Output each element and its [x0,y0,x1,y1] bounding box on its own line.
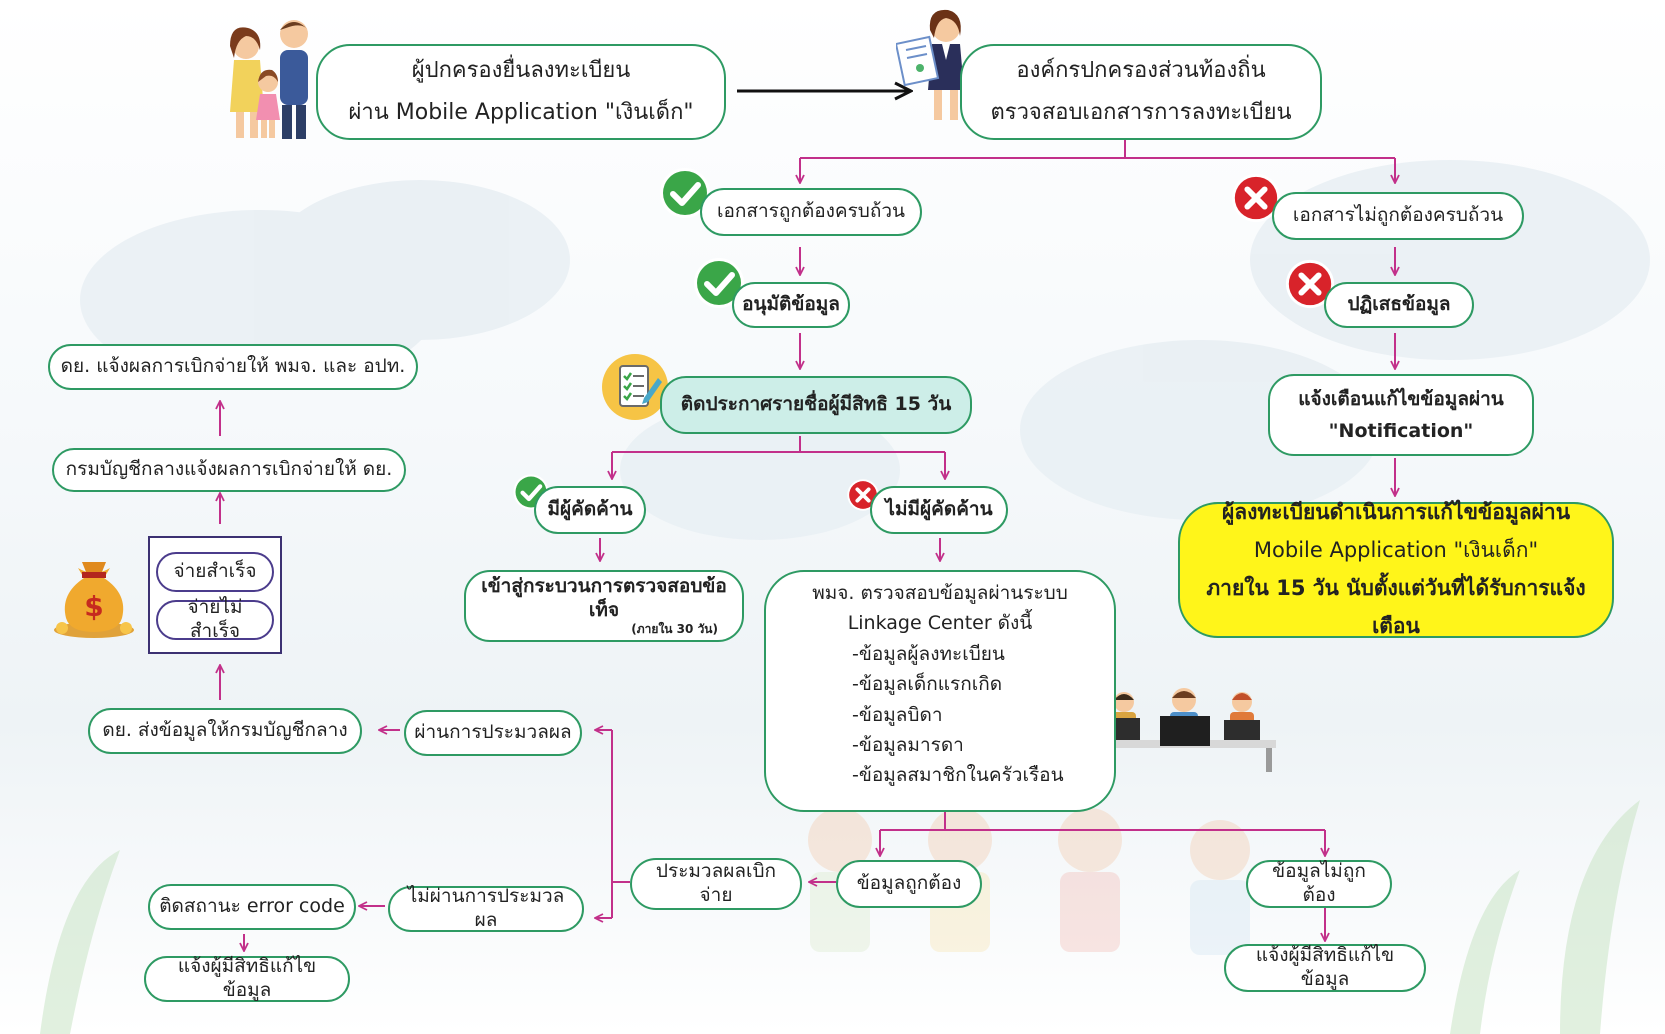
linkage-item: -ข้อมูลสมาชิกในครัวเรือน [852,764,1064,787]
process-disbursement-label: ประมวลผลเบิกจ่าย [655,860,777,906]
approve-label: อนุมัติข้อมูล [742,293,840,316]
cross-icon [1231,173,1281,223]
docs-incomplete-label: เอกสารไม่ถูกต้องครบถ้วน [1292,204,1504,227]
notify-eligible-fix-left-label: แจ้งผู้มีสิทธิแก้ไขข้อมูล [177,955,317,1001]
linkage-items: -ข้อมูลผู้ลงทะเบียน -ข้อมูลเด็กแรกเกิด -… [774,639,1106,791]
send-to-cgd-box: ดย. ส่งข้อมูลให้กรมบัญชีกลาง [88,708,362,754]
no-objection-label: ไม่มีผู้คัดค้าน [885,498,993,521]
linkage-item: -ข้อมูลผู้ลงทะเบียน [852,642,1005,665]
reject-label: ปฏิเสธข้อมูล [1347,293,1451,316]
registrant-fix-line-1: ผู้ลงทะเบียนดำเนินการแก้ไขข้อมูลผ่าน [1221,500,1571,525]
pay-success-box: จ่ายสำเร็จ [156,552,274,592]
pay-fail-label: จ่ายไม่สำเร็จ [187,596,243,642]
parent-register-line-1: ผู้ปกครองยื่นลงทะเบียน [411,58,631,84]
reject-box: ปฏิเสธข้อมูล [1324,282,1474,328]
send-to-cgd-label: ดย. ส่งข้อมูลให้กรมบัญชีกลาง [102,719,348,742]
fact-check-note: (ภายใน 30 วัน) [631,622,718,637]
error-code-box: ติดสถานะ error code [148,884,356,930]
notice-board-icon [602,354,668,420]
no-objection-box: ไม่มีผู้คัดค้าน [870,486,1008,534]
registrant-fix-box: ผู้ลงทะเบียนดำเนินการแก้ไขข้อมูลผ่าน Mob… [1178,500,1614,638]
local-gov-check-line-2: ตรวจสอบเอกสารการลงทะเบียน [990,100,1292,125]
linkage-title-line-1: พมจ. ตรวจสอบข้อมูลผ่านระบบ [812,582,1068,604]
family-illustration [230,20,308,139]
error-code-label: ติดสถานะ error code [159,895,345,918]
dy-report-label: ดย. แจ้งผลการเบิกจ่ายให้ พมจ. และ อปท. [60,355,406,378]
process-fail-label: ไม่ผ่านการประมวลผล [407,885,565,931]
docs-complete-label: เอกสารถูกต้องครบถ้วน [716,200,906,223]
process-fail-box: ไม่ผ่านการประมวลผล [388,885,584,932]
registrant-fix-line-2: Mobile Application "เงินเด็ก" [1253,538,1539,563]
notify-fix-line-1: แจ้งเตือนแก้ไขข้อมูลผ่าน [1298,387,1504,410]
dy-report-box: ดย. แจ้งผลการเบิกจ่ายให้ พมจ. และ อปท. [48,344,418,390]
has-objection-label: มีผู้คัดค้าน [547,498,633,521]
announce-box: ติดประกาศรายชื่อผู้มีสิทธิ 15 วัน [660,376,972,434]
svg-text:$: $ [84,590,103,623]
notify-fix-box: แจ้งเตือนแก้ไขข้อมูลผ่าน "Notification" [1268,374,1534,456]
data-correct-box: ข้อมูลถูกต้อง [836,860,982,908]
docs-complete-box: เอกสารถูกต้องครบถ้วน [700,188,922,236]
parent-register-box: ผู้ปกครองยื่นลงทะเบียน ผ่าน Mobile Appli… [316,44,726,140]
cross-icon [847,479,879,511]
fact-check-box: เข้าสู่กระบวนการตรวจสอบข้อเท็จ (ภายใน 30… [464,570,744,642]
money-bag-icon: $ [54,562,134,638]
registrant-fix-line-3: ภายใน 15 วัน นับตั้งแต่วันที่ได้รับการแจ… [1206,576,1586,638]
notify-eligible-fix-right-box: แจ้งผู้มีสิทธิแก้ไขข้อมูล [1224,944,1426,992]
parent-register-line-2: ผ่าน Mobile Application "เงินเด็ก" [348,100,694,125]
check-icon [694,258,744,308]
linkage-check-box: พมจ. ตรวจสอบข้อมูลผ่านระบบ Linkage Cente… [764,570,1116,812]
has-objection-box: มีผู้คัดค้าน [534,486,646,534]
notify-fix-line-2: "Notification" [1328,420,1474,442]
cross-icon [1285,259,1335,309]
local-gov-check-line-1: องค์กรปกครองส่วนท้องถิ่น [1016,58,1266,84]
cgd-report-box: กรมบัญชีกลางแจ้งผลการเบิกจ่ายให้ ดย. [52,448,406,492]
data-incorrect-box: ข้อมูลไม่ถูกต้อง [1246,860,1392,908]
linkage-item: -ข้อมูลบิดา [852,703,943,726]
data-correct-label: ข้อมูลถูกต้อง [856,872,962,895]
notify-eligible-fix-left-box: แจ้งผู้มีสิทธิแก้ไขข้อมูล [144,955,350,1002]
linkage-title-line-2: Linkage Center ดังนี้ [847,612,1033,635]
check-icon [660,168,710,218]
linkage-item: -ข้อมูลมารดา [852,733,964,756]
pay-success-label: จ่ายสำเร็จ [173,560,257,583]
notify-eligible-fix-right-label: แจ้งผู้มีสิทธิแก้ไขข้อมูล [1255,944,1395,990]
process-disbursement-box: ประมวลผลเบิกจ่าย [630,858,802,910]
fact-check-label: เข้าสู่กระบวนการตรวจสอบข้อเท็จ [481,574,727,621]
announce-label: ติดประกาศรายชื่อผู้มีสิทธิ 15 วัน [680,393,952,416]
process-pass-box: ผ่านการประมวลผล [404,710,582,756]
process-pass-label: ผ่านการประมวลผล [414,721,572,744]
pay-fail-box: จ่ายไม่สำเร็จ [156,596,274,642]
data-incorrect-label: ข้อมูลไม่ถูกต้อง [1272,860,1366,906]
linkage-item: -ข้อมูลเด็กแรกเกิด [852,673,1003,696]
docs-incomplete-box: เอกสารไม่ถูกต้องครบถ้วน [1272,192,1524,240]
local-gov-check-box: องค์กรปกครองส่วนท้องถิ่น ตรวจสอบเอกสารกา… [960,44,1322,140]
cgd-report-label: กรมบัญชีกลางแจ้งผลการเบิกจ่ายให้ ดย. [65,458,393,481]
officer-document-illustration [896,9,964,120]
approve-box: อนุมัติข้อมูล [732,282,850,328]
